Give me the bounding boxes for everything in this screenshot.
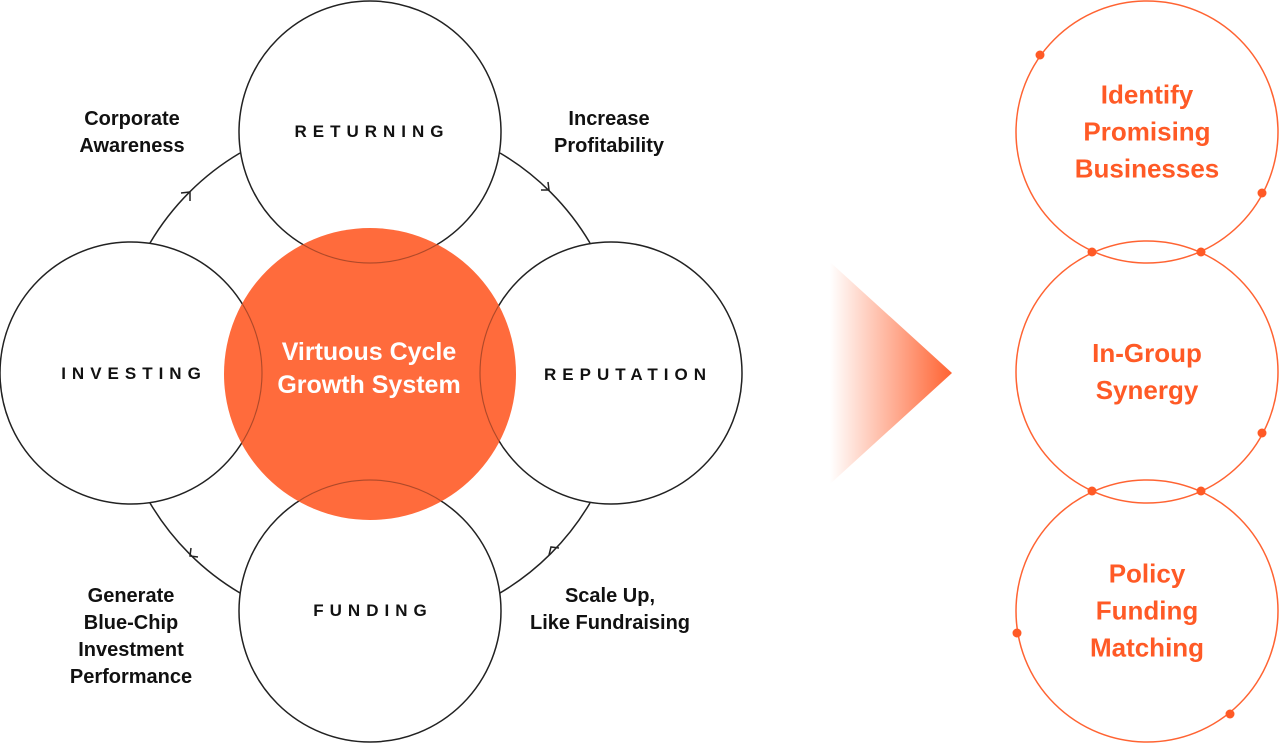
- outcome-line: Synergy: [1095, 375, 1199, 405]
- outcome-line: Policy: [1108, 558, 1186, 589]
- label-line: Investment: [78, 639, 184, 661]
- label-line: Increase: [568, 108, 650, 130]
- stage-investing: INVESTING: [61, 364, 207, 383]
- center-circle: [224, 228, 516, 520]
- label-line: Blue-Chip: [83, 612, 179, 634]
- stage-returning: RETURNING: [294, 122, 450, 141]
- label-line: Awareness: [79, 135, 185, 157]
- outcome-circles: [1015, 0, 1279, 743]
- arrow-icon: [189, 547, 199, 558]
- label-scale-up: Scale Up, Like Fundraising: [530, 583, 690, 637]
- arrow-icon: [180, 191, 191, 201]
- outcome-line: Funding: [1095, 595, 1199, 626]
- outcome-line: Identify: [1100, 79, 1194, 110]
- label-line: Like Fundraising: [529, 612, 691, 634]
- label-line: Corporate: [84, 108, 180, 130]
- label-line: Scale Up,: [564, 585, 656, 607]
- arrow-icon: [548, 546, 560, 556]
- outcome-identify: Identify Promising Businesses: [1075, 77, 1220, 188]
- stage-reputation: REPUTATION: [544, 365, 712, 384]
- label-increase-profitability: Increase Profitability: [554, 106, 664, 160]
- arrow-icons: [180, 181, 560, 558]
- arrow-triangle: [830, 262, 952, 484]
- outcome-synergy: In-Group Synergy: [1092, 335, 1202, 409]
- outcome-line: In-Group: [1092, 338, 1202, 368]
- stage-funding: FUNDING: [313, 601, 433, 620]
- arrow-icon: [541, 181, 550, 191]
- outcome-line: Matching: [1089, 632, 1205, 663]
- stage-circles: [0, 0, 743, 743]
- outcome-policy: Policy Funding Matching: [1090, 556, 1204, 667]
- center-title: Virtuous Cycle Growth System: [277, 336, 460, 402]
- label-corporate-awareness: Corporate Awareness: [79, 106, 184, 160]
- label-line: Performance: [69, 666, 193, 688]
- label-generate-performance: Generate Blue-Chip Investment Performanc…: [70, 583, 192, 691]
- outcome-dots: [1012, 50, 1267, 719]
- label-line: Profitability: [553, 135, 665, 157]
- outcome-line: Businesses: [1074, 153, 1220, 184]
- center-line: Growth System: [277, 371, 461, 399]
- outcome-line: Promising: [1083, 116, 1211, 147]
- label-line: Generate: [87, 585, 175, 607]
- center-line: Virtuous Cycle: [281, 338, 457, 366]
